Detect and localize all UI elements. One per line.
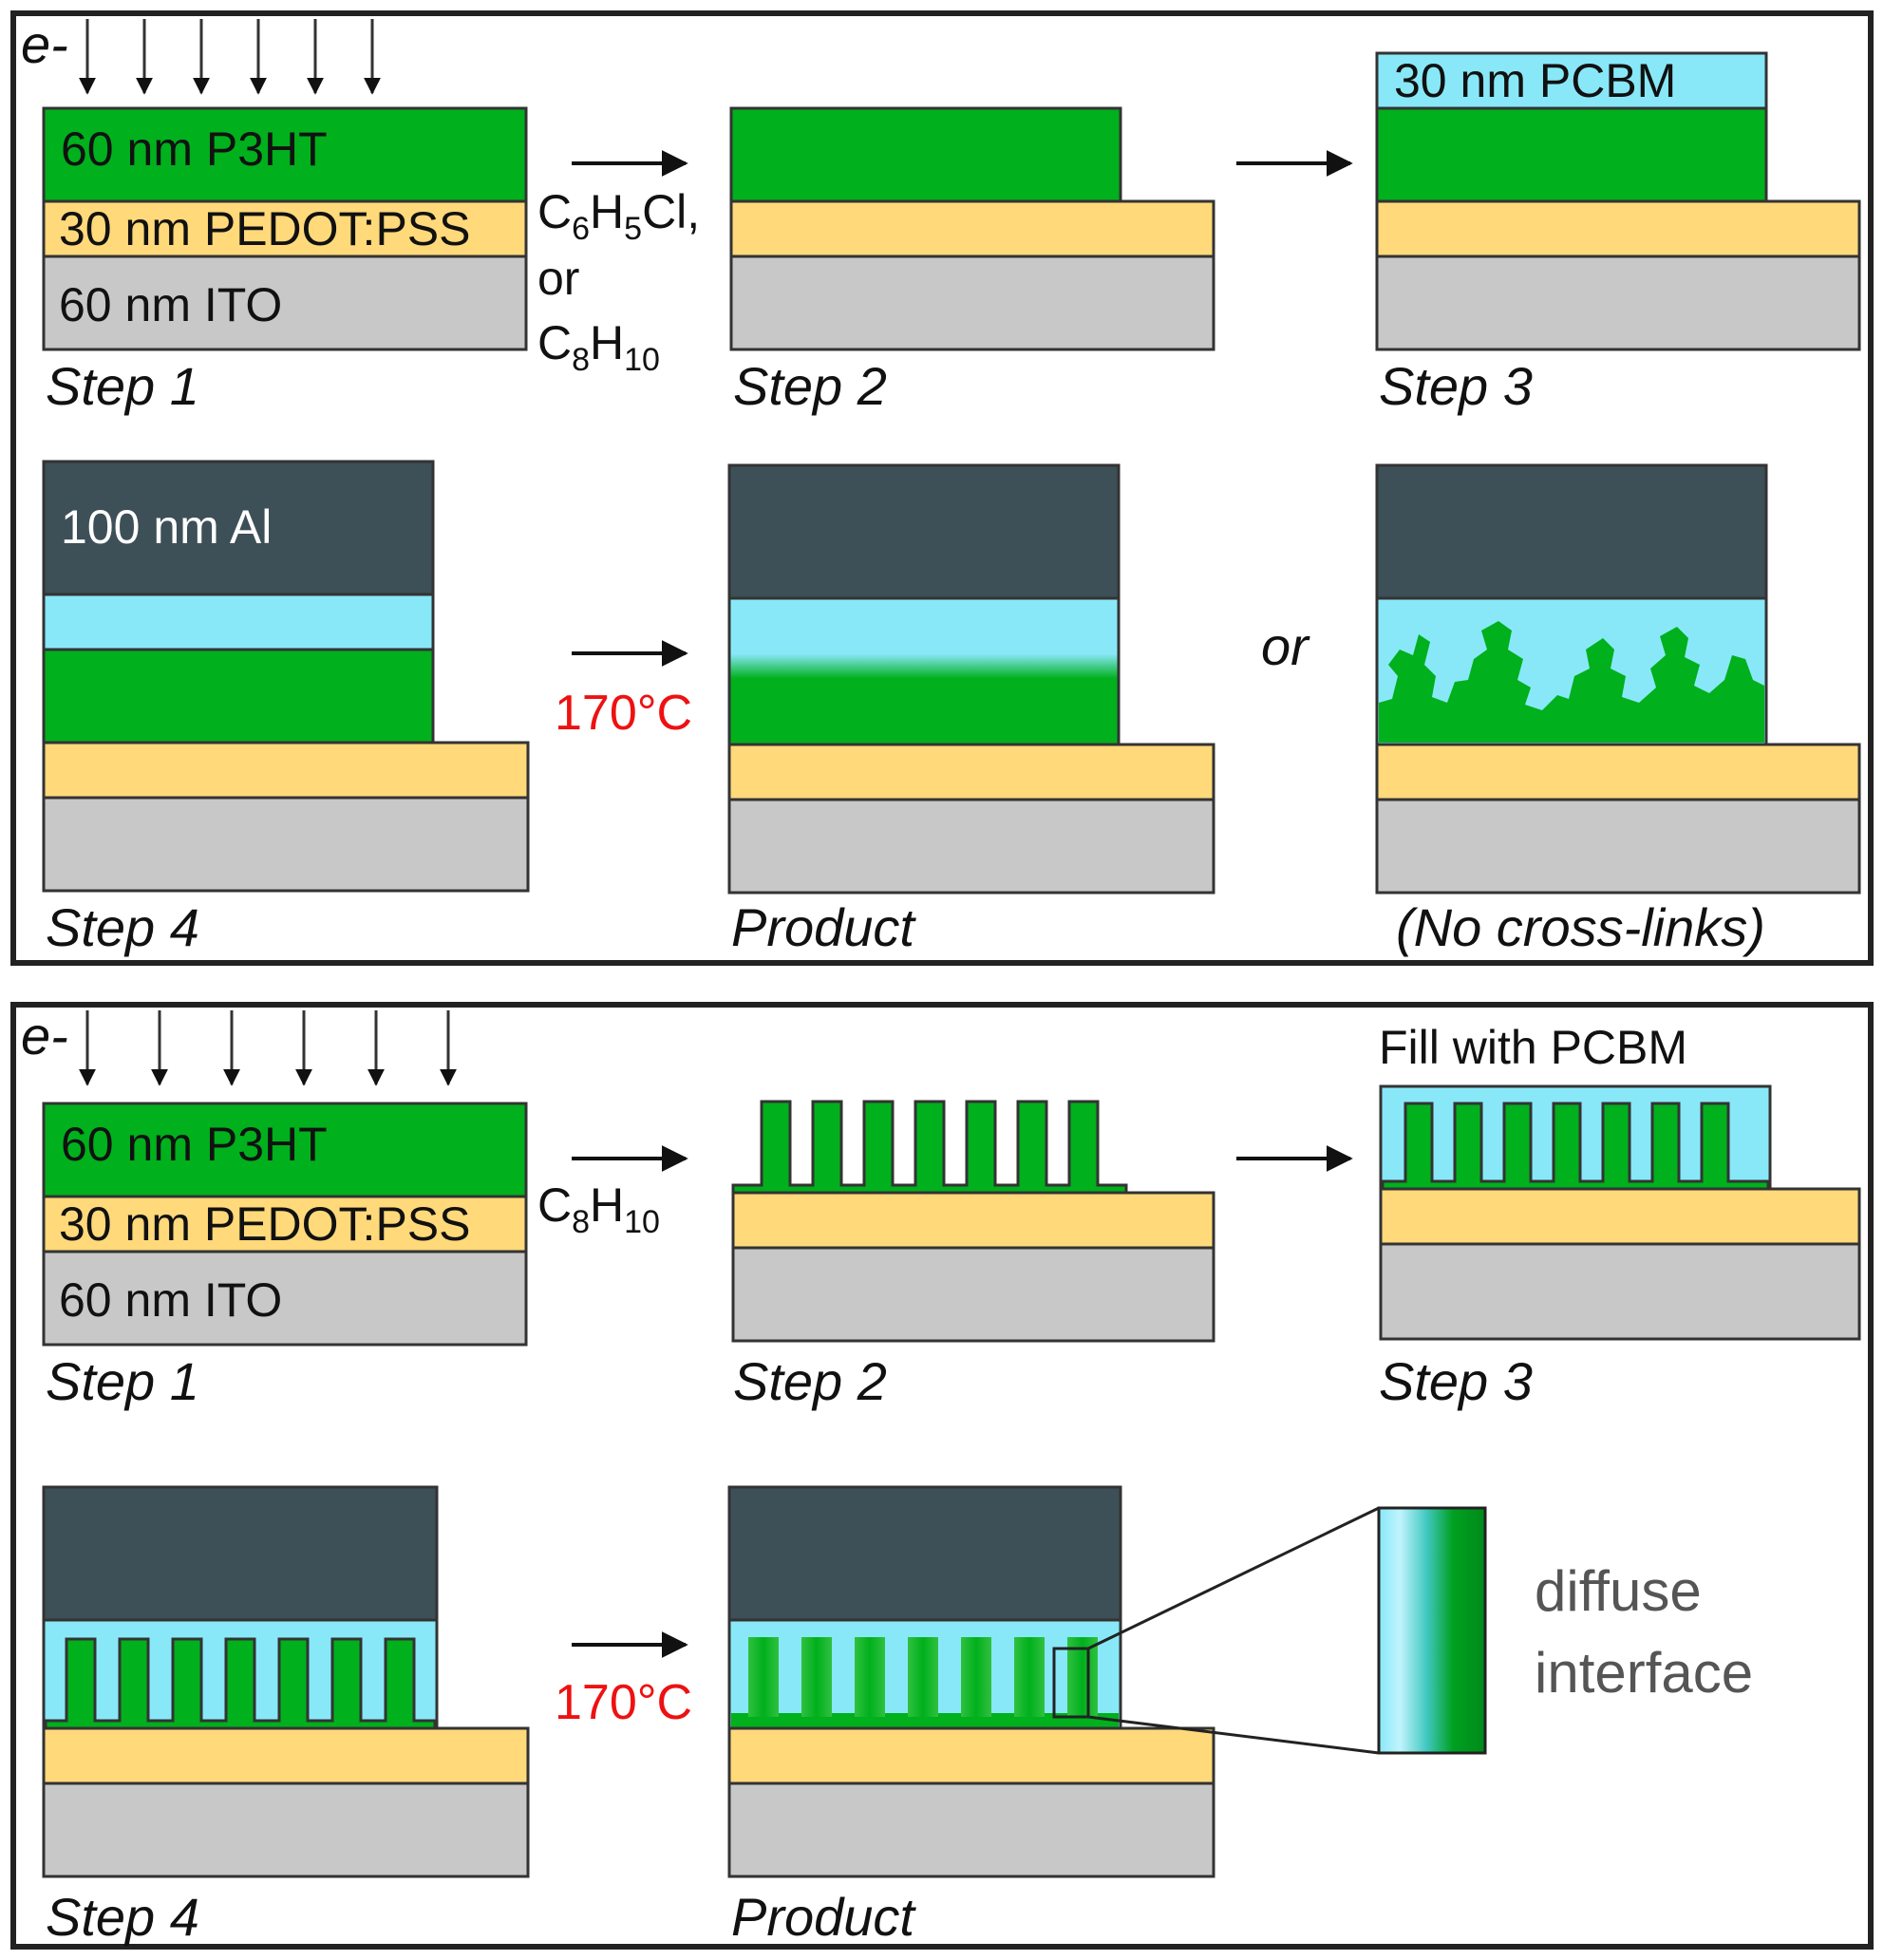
bottom-step1-stack	[42, 1102, 528, 1347]
bottom-step1-ito-label: 60 nm ITO	[59, 1273, 282, 1327]
top-no-crosslinks-caption: (No cross-links)	[1396, 897, 1765, 957]
top-solvent-line1: C6H5Cl,	[537, 185, 700, 247]
top-step4-stack	[42, 460, 530, 893]
top-step4-al-label: 100 nm Al	[61, 500, 272, 554]
bottom-step4-pillars	[44, 1637, 437, 1730]
bottom-product-diffuse-pillars	[731, 1637, 1119, 1728]
top-solvent-line2: or	[537, 252, 579, 305]
top-solvent-line3: C8H10	[537, 316, 660, 378]
top-step4-caption: Step 4	[46, 897, 199, 957]
bottom-step4-caption: Step 4	[46, 1887, 199, 1947]
bottom-step2-stack	[731, 1100, 1215, 1343]
top-step2-caption: Step 2	[733, 356, 887, 416]
bottom-solvent: C8H10	[537, 1178, 660, 1240]
zoom-line-bottom	[1087, 1715, 1380, 1755]
top-step1-stack	[42, 106, 528, 351]
top-product-caption: Product	[731, 897, 916, 957]
top-or-label: or	[1261, 616, 1310, 676]
bottom-step1-p3ht-label: 60 nm P3HT	[61, 1118, 328, 1171]
zoom-line-top	[1087, 1506, 1380, 1650]
top-step1-caption: Step 1	[46, 356, 199, 416]
diffuse-interface-label-line2: interface	[1535, 1641, 1753, 1705]
top-step3-pcbm-label: 30 nm PCBM	[1394, 54, 1676, 107]
top-step1-pedot-label: 30 nm PEDOT:PSS	[59, 202, 471, 255]
diffuse-interface-inset	[1377, 1506, 1487, 1755]
top-panel-frame	[10, 10, 1874, 966]
bottom-product-caption: Product	[731, 1887, 916, 1947]
top-no-crosslinks-stack	[1375, 463, 1861, 895]
bottom-panel-frame	[10, 1002, 1874, 1950]
electron-label-bottom: e-	[21, 1006, 68, 1065]
top-step1-ito-label: 60 nm ITO	[59, 278, 282, 331]
top-step3-stack	[1375, 51, 1861, 351]
top-rough-interface-blobs	[1379, 621, 1764, 743]
electron-beam-arrows	[79, 19, 381, 95]
top-step1-p3ht-label: 60 nm P3HT	[61, 122, 328, 176]
bottom-product-stack	[727, 1485, 1215, 1878]
bottom-step2-pillars	[731, 1100, 1128, 1195]
top-temperature-label: 170°C	[555, 686, 692, 741]
bottom-temperature-label: 170°C	[555, 1675, 692, 1730]
top-step2-stack	[729, 106, 1215, 351]
top-product-stack	[727, 463, 1215, 895]
bottom-step3-fill-label: Fill with PCBM	[1379, 1021, 1687, 1074]
bottom-step1-pedot-label: 30 nm PEDOT:PSS	[59, 1197, 471, 1251]
bottom-step3-stack	[1379, 1084, 1861, 1341]
bottom-step4-stack	[42, 1485, 530, 1878]
bottom-step1-caption: Step 1	[46, 1351, 199, 1411]
top-step3-caption: Step 3	[1379, 356, 1533, 416]
bottom-step3-caption: Step 3	[1379, 1351, 1533, 1411]
electron-label: e-	[21, 14, 68, 74]
bottom-step3-pillars	[1381, 1102, 1770, 1191]
electron-beam-arrows-bottom	[79, 1010, 457, 1086]
diffuse-interface-label-line1: diffuse	[1535, 1559, 1702, 1623]
bottom-step2-caption: Step 2	[733, 1351, 887, 1411]
bottom-product-zoom-box	[1052, 1647, 1090, 1719]
